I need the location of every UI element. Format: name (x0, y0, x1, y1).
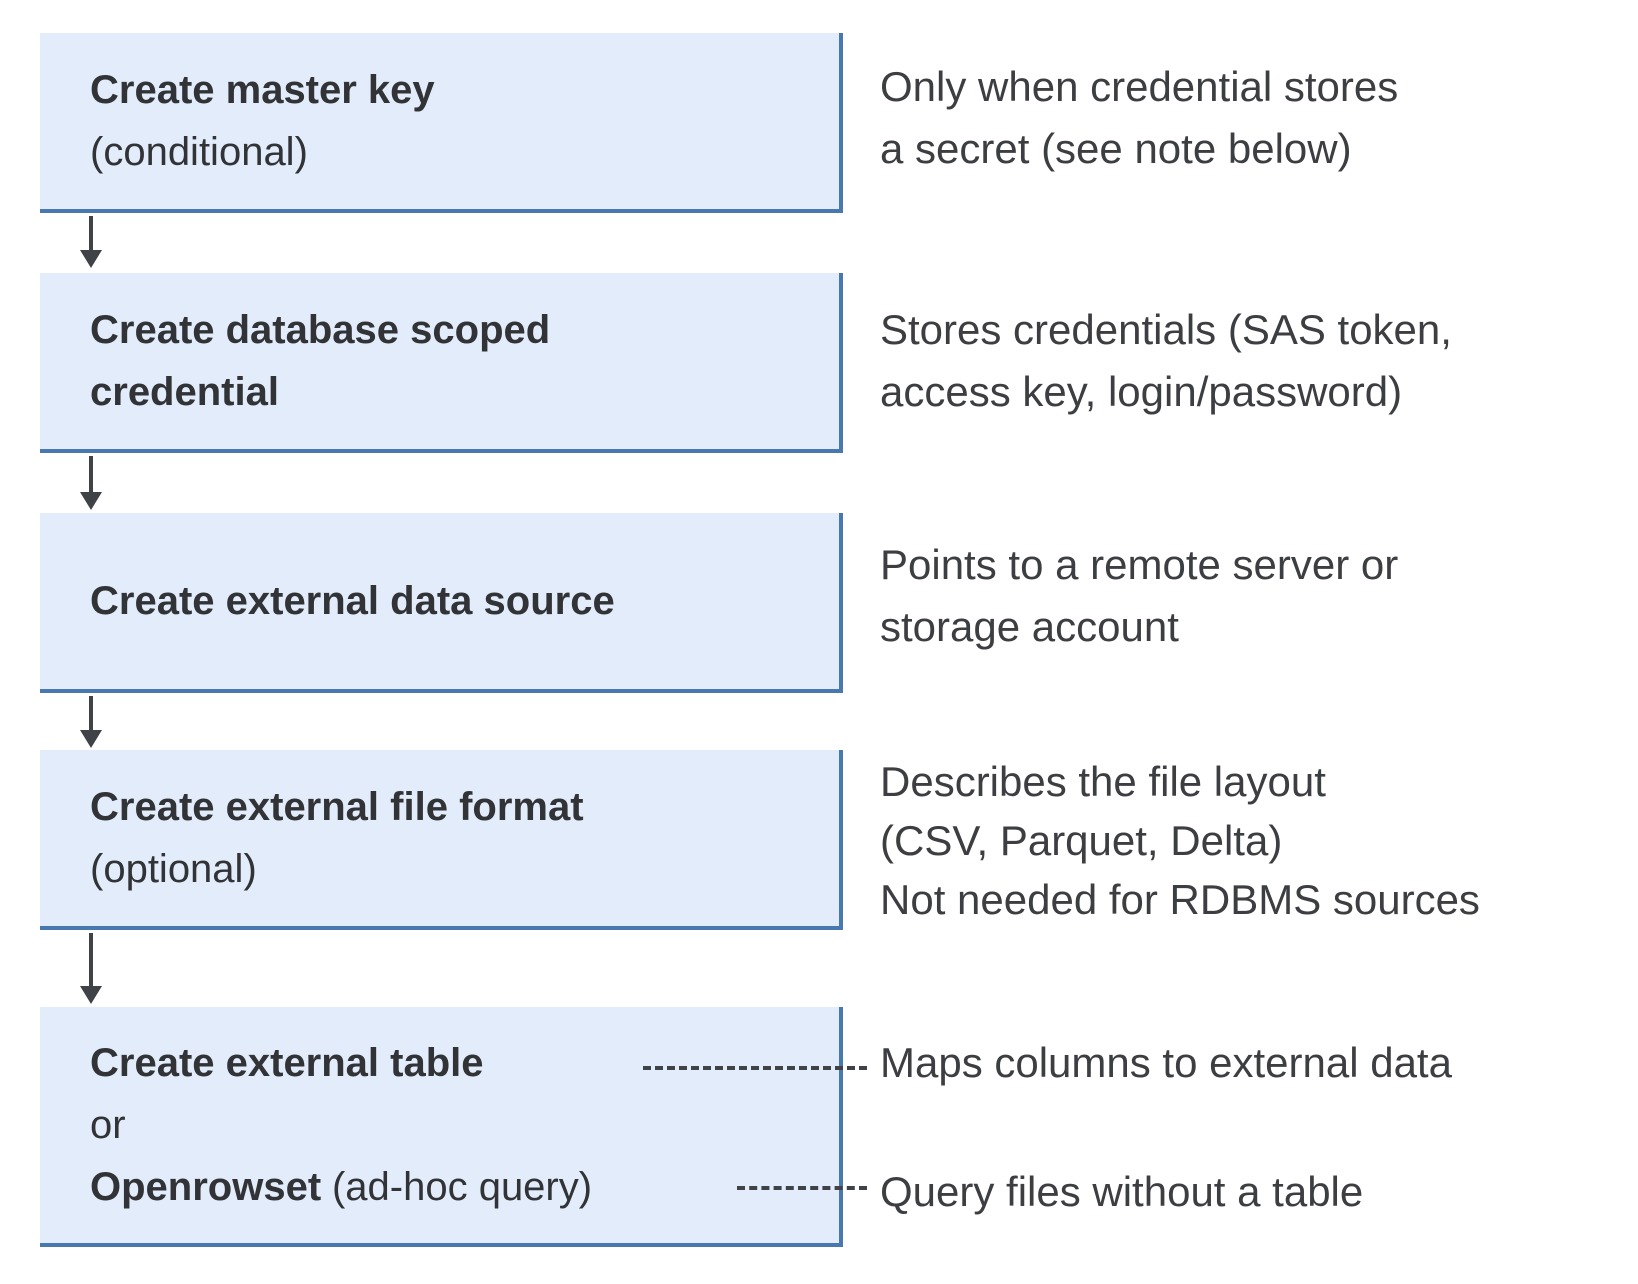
note-external-table: Maps columns to external data (880, 1039, 1452, 1086)
flow-arrow-3-stem (89, 696, 93, 730)
flow-arrow-4-head (80, 986, 102, 1004)
flow-arrow-4-stem (89, 933, 93, 986)
note-line: (CSV, Parquet, Delta) (880, 817, 1283, 864)
note-line: access key, login/password) (880, 368, 1403, 415)
dashed-connector-external-table (643, 1066, 867, 1070)
note-scoped-credential: Stores credentials (SAS token, access ke… (880, 299, 1452, 423)
flow-arrow-3-head (80, 730, 102, 748)
step-or-label: or (90, 1103, 126, 1147)
step-subtitle: (conditional) (90, 130, 308, 174)
flow-arrow-1-stem (89, 216, 93, 250)
step-title: Create master key (90, 68, 435, 112)
flow-arrow-2-stem (89, 456, 93, 492)
step-box-create-database-scoped-credential: Create database scoped credential (40, 273, 843, 453)
note-line: a secret (see note below) (880, 125, 1352, 172)
step-box-create-external-data-source: Create external data source (40, 513, 843, 693)
step-box-create-external-file-format: Create external file format (optional) (40, 750, 843, 930)
step-subtitle: (ad-hoc query) (331, 1165, 593, 1209)
step-openrowset-line: Openrowset(ad-hoc query) (90, 1156, 819, 1218)
note-line: Stores credentials (SAS token, (880, 306, 1452, 353)
step-title: Openrowset (90, 1165, 322, 1209)
flow-arrow-2-head (80, 492, 102, 510)
step-title: Create external file format (90, 785, 584, 829)
note-line: storage account (880, 603, 1179, 650)
step-title: Create database scoped (90, 308, 551, 352)
step-box-create-master-key: Create master key (conditional) (40, 33, 843, 213)
note-line: Points to a remote server or (880, 541, 1399, 588)
step-title: Create external table (90, 1041, 484, 1085)
flow-arrow-1-head (80, 250, 102, 268)
step-title: Create external data source (90, 579, 615, 623)
step-box-create-external-table-or-openrowset: Create external table or Openrowset(ad-h… (40, 1007, 843, 1247)
step-title: credential (90, 370, 279, 414)
note-external-file-format: Describes the file layout (CSV, Parquet,… (880, 752, 1480, 929)
note-line: Not needed for RDBMS sources (880, 876, 1480, 923)
note-line: Describes the file layout (880, 758, 1326, 805)
dashed-connector-openrowset (737, 1186, 867, 1190)
note-external-data-source: Points to a remote server or storage acc… (880, 534, 1398, 658)
note-master-key: Only when credential stores a secret (se… (880, 56, 1398, 180)
note-openrowset: Query files without a table (880, 1168, 1364, 1215)
note-line: Only when credential stores (880, 63, 1399, 110)
step-subtitle: (optional) (90, 847, 257, 891)
